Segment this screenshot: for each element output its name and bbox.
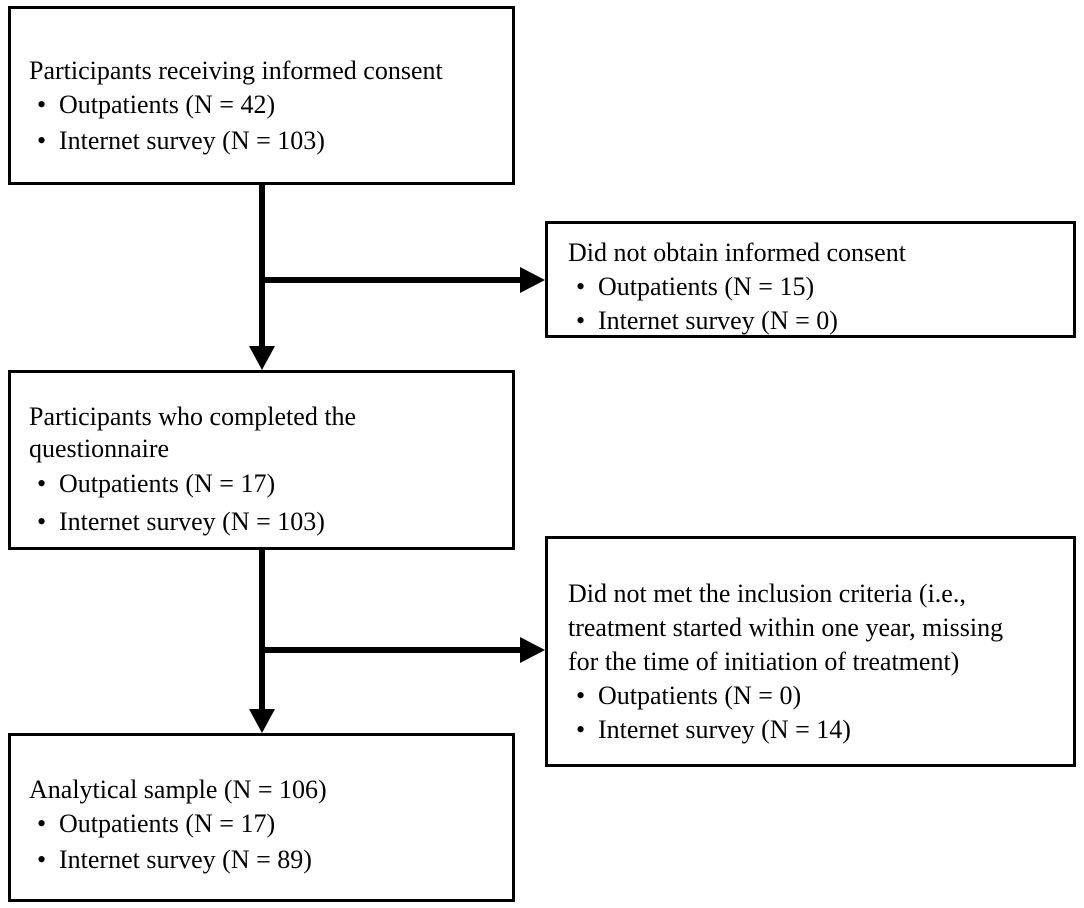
analytical-internet: Internet survey (N = 89) (59, 845, 312, 874)
list-item: • Internet survey (N = 14) (568, 713, 1055, 747)
completed-internet: Internet survey (N = 103) (59, 507, 325, 536)
bullet-icon: • (37, 90, 47, 119)
excluded-title-line2: treatment started within one year, missi… (568, 613, 1004, 642)
arrowhead-to-completed (249, 346, 275, 370)
consent-outpatients: Outpatients (N = 42) (59, 90, 276, 119)
excluded-list: • Outpatients (N = 0) • Internet survey (N… (568, 679, 1055, 747)
consent-list: • Outpatients (N = 42) • Internet survey (… (29, 87, 494, 159)
bullet-icon: • (576, 306, 586, 335)
list-item: • Internet survey (N = 89) (29, 842, 494, 878)
list-item: • Outpatients (N = 42) (29, 87, 494, 123)
completed-list: • Outpatients (N = 17) • Internet survey (… (29, 465, 494, 541)
no-consent-list: • Outpatients (N = 15) • Internet survey (… (568, 270, 1055, 338)
arrowhead-to-excluded (520, 637, 545, 663)
consent-box: Participants receiving informed consent … (8, 6, 515, 185)
no-consent-title: Did not obtain informed consent (568, 238, 906, 267)
completed-outpatients: Outpatients (N = 17) (59, 469, 276, 498)
analytical-box: Analytical sample (N = 106) • Outpatients… (8, 733, 515, 902)
bullet-icon: • (37, 809, 47, 838)
bullet-icon: • (576, 681, 586, 710)
list-item: • Outpatients (N = 0) (568, 679, 1055, 713)
arrowhead-to-analytical (249, 709, 275, 733)
bullet-icon: • (37, 469, 47, 498)
bullet-icon: • (576, 715, 586, 744)
completed-title-line1: Participants who completed the (29, 402, 357, 431)
bullet-icon: • (576, 272, 586, 301)
excluded-title-line1: Did not met the inclusion criteria (i.e.… (568, 579, 966, 608)
list-item: • Outpatients (N = 17) (29, 465, 494, 503)
list-item: • Outpatients (N = 15) (568, 270, 1055, 304)
no-consent-internet: Internet survey (N = 0) (598, 306, 838, 335)
list-item: • Internet survey (N = 0) (568, 304, 1055, 338)
analytical-outpatients: Outpatients (N = 17) (59, 809, 276, 838)
completed-box: Participants who completed the questionn… (8, 370, 515, 550)
excluded-outpatients: Outpatients (N = 0) (598, 681, 802, 710)
consent-title: Participants receiving informed consent (29, 56, 443, 85)
no-consent-box: Did not obtain informed consent • Outpati… (545, 221, 1076, 338)
bullet-icon: • (37, 507, 47, 536)
consent-internet: Internet survey (N = 103) (59, 126, 325, 155)
no-consent-outpatients: Outpatients (N = 15) (598, 272, 815, 301)
list-item: • Internet survey (N = 103) (29, 503, 494, 541)
arrowhead-to-no-consent (520, 267, 545, 293)
excluded-box: Did not met the inclusion criteria (i.e.… (545, 536, 1076, 767)
analytical-list: • Outpatients (N = 17) • Internet survey (… (29, 806, 494, 878)
excluded-internet: Internet survey (N = 14) (598, 715, 851, 744)
analytical-title: Analytical sample (N = 106) (29, 775, 327, 804)
list-item: • Internet survey (N = 103) (29, 123, 494, 159)
list-item: • Outpatients (N = 17) (29, 806, 494, 842)
bullet-icon: • (37, 126, 47, 155)
bullet-icon: • (37, 845, 47, 874)
completed-title-line2: questionnaire (29, 434, 170, 463)
excluded-title-line3: for the time of initiation of treatment) (568, 647, 960, 676)
